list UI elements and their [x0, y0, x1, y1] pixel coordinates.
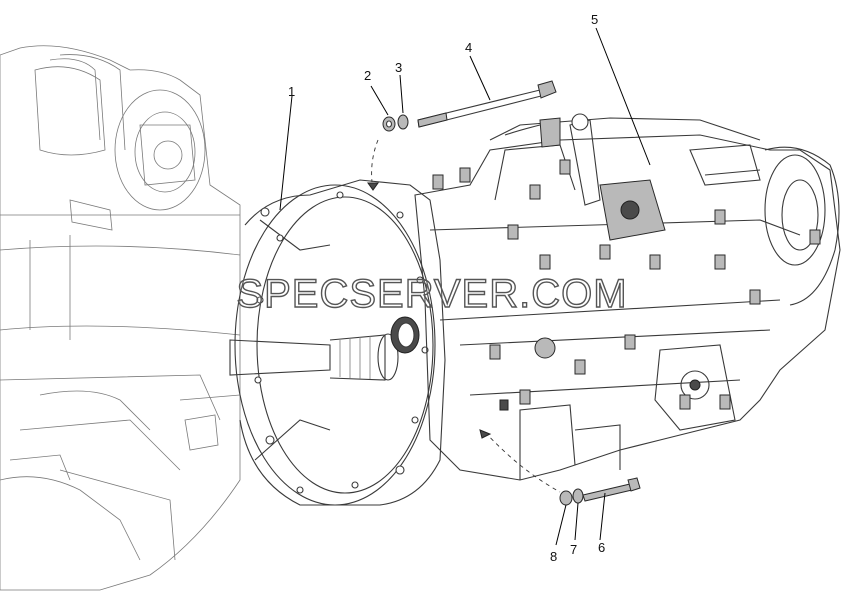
arrow-top — [367, 182, 379, 191]
arrow-bottom — [479, 429, 492, 439]
engine-block — [0, 45, 241, 591]
callout-2: 2 — [364, 68, 371, 83]
assembly-path-bottom — [484, 431, 561, 493]
housing-bolts — [432, 159, 821, 411]
callout-5: 5 — [591, 12, 598, 27]
callout-3: 3 — [395, 60, 402, 75]
callout-1: 1 — [288, 84, 295, 99]
callout-8: 8 — [550, 549, 557, 564]
long-stud-bolt — [417, 80, 557, 128]
callout-4: 4 — [465, 40, 472, 55]
callout-7: 7 — [570, 542, 577, 557]
clutch-housing — [229, 179, 446, 506]
short-stud-bolt — [582, 477, 641, 502]
nut-and-washer-top — [382, 114, 409, 132]
assembly-path-top — [371, 139, 379, 183]
nut-and-washer-bottom — [559, 488, 584, 506]
callout-6: 6 — [598, 540, 605, 555]
callout-labels: 1 2 3 4 5 6 7 8 — [288, 12, 605, 564]
leader-lines — [279, 27, 651, 546]
gearbox-housing — [414, 113, 841, 481]
